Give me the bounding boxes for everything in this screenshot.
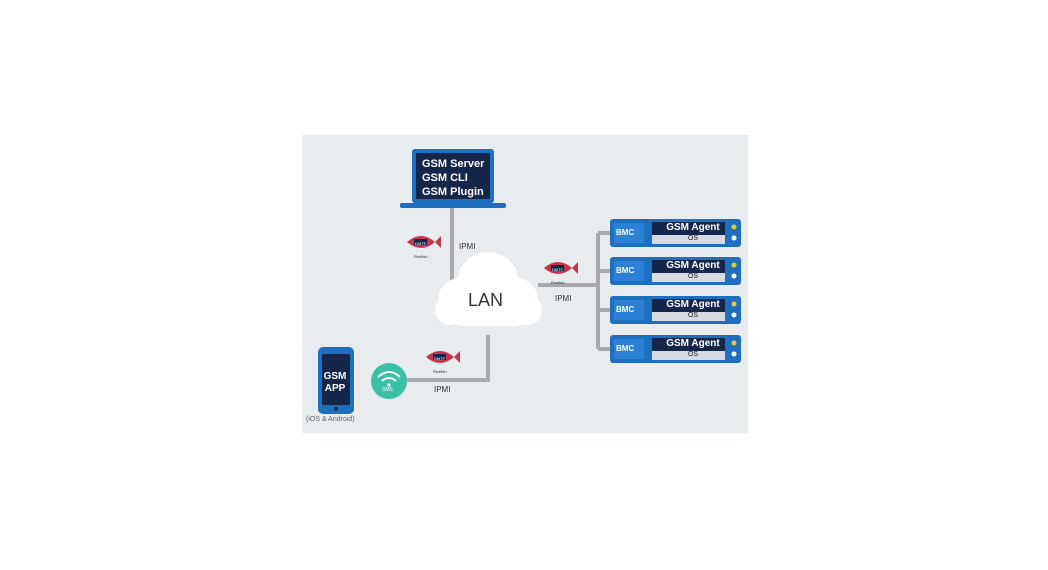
server-1: BMC GSM Agent OS <box>610 219 741 247</box>
server-1-body <box>610 219 741 247</box>
server-4: BMC GSM Agent OS <box>610 335 741 363</box>
dmtf-badge-top: DMTF <box>415 241 427 246</box>
server-2-body <box>610 257 741 285</box>
server-2: BMC GSM Agent OS <box>610 257 741 285</box>
bmc-label: BMC <box>616 305 635 314</box>
redfish-logo-bottom <box>426 351 460 363</box>
os-label: OS <box>687 235 699 242</box>
redfish-logo-right <box>544 262 578 274</box>
diagram-graphics <box>318 149 741 414</box>
laptop-line-server: GSM Server <box>422 158 485 170</box>
laptop-line-cli: GSM CLI <box>422 172 468 184</box>
phone-line-gsm: GSM <box>323 371 347 382</box>
bmc-label: BMC <box>616 344 635 353</box>
top-ipmi-label: IPMI <box>459 242 476 251</box>
server-3-body <box>610 296 741 324</box>
gsm-agent-label: GSM Agent <box>666 299 720 310</box>
dmtf-badge-right: DMTF <box>552 267 564 272</box>
dmtf-badge-bottom: DMTF <box>434 356 446 361</box>
os-label: OS <box>687 312 699 319</box>
laptop-screen-text: GSM Server GSM CLI GSM Plugin <box>422 157 512 199</box>
phone-line-app: APP <box>324 383 346 394</box>
phone-icon <box>318 347 354 414</box>
lan-label: LAN <box>468 290 504 310</box>
phone-app-text: GSM APP <box>320 371 350 395</box>
redfish-text-top: Redfish <box>414 254 428 259</box>
os-label: OS <box>687 351 699 358</box>
bottom-ipmi-label: IPMI <box>434 385 451 394</box>
phone-platform-caption: (iOS & Android) <box>306 416 355 423</box>
gsm-agent-label: GSM Agent <box>666 260 720 271</box>
wifi-icon <box>371 363 407 399</box>
server-rack-graphics <box>610 219 741 363</box>
laptop-icon <box>400 149 506 208</box>
lan-cloud-icon <box>435 252 542 326</box>
bmc-label: BMC <box>616 266 635 275</box>
right-ipmi-label: IPMI <box>555 294 572 303</box>
os-label: OS <box>687 273 699 280</box>
redfish-logo-top <box>407 236 441 248</box>
server-4-body <box>610 335 741 363</box>
phone-to-lan-line <box>392 335 490 382</box>
wifi-label: SMS <box>382 387 393 393</box>
laptop-line-plugin: GSM Plugin <box>422 186 484 198</box>
gsm-agent-label: GSM Agent <box>666 338 720 349</box>
server-branch-lines <box>598 231 612 351</box>
redfish-text-bottom: Redfish <box>433 369 447 374</box>
redfish-text-right: Redfish <box>551 280 565 285</box>
gsm-agent-label: GSM Agent <box>666 222 720 233</box>
bmc-label: BMC <box>616 228 635 237</box>
server-3: BMC GSM Agent OS <box>610 296 741 324</box>
architecture-diagram: GSM Server GSM CLI GSM Plugin IPMI IPMI … <box>302 135 748 433</box>
